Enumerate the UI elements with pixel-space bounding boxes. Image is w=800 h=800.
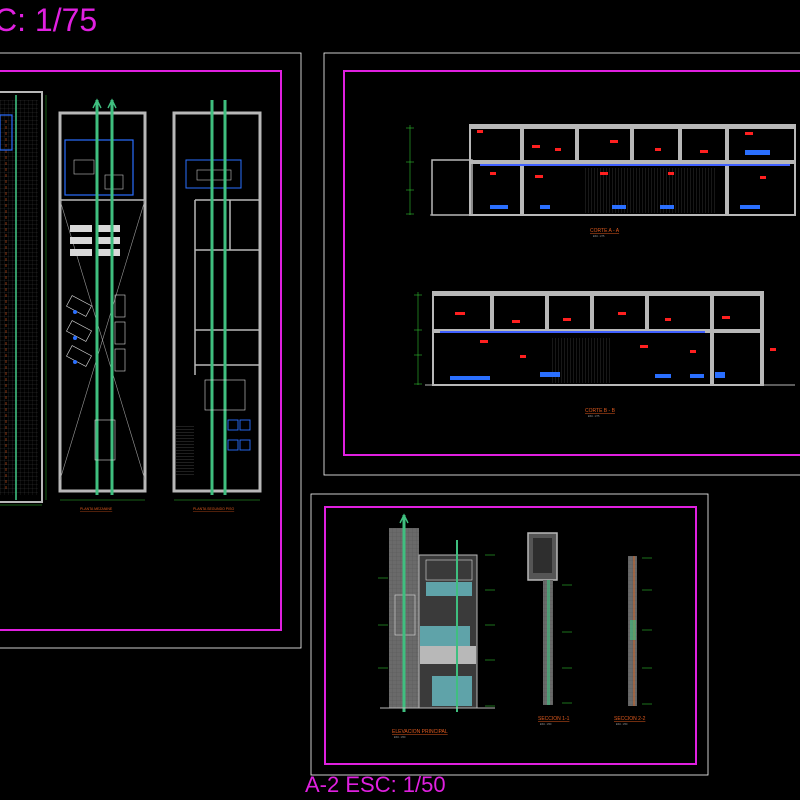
sheet-1-frame — [0, 70, 282, 631]
sheet-3-elevation: ELEVACION PRINCIPAL ESC. 1/50 SECCION 1-… — [310, 493, 709, 776]
label-corte-b-b: CORTE B - B — [585, 408, 616, 414]
section-corte-a-a: CORTE A - A ESC. 1/75 — [406, 124, 796, 238]
label-planta-mezanine: PLANTA MEZANINE — [80, 507, 113, 511]
sheet-2-border — [323, 52, 800, 476]
scale-note-corte-b-b: ESC. 1/75 — [588, 415, 600, 418]
sheet-1-border — [0, 52, 302, 649]
plan-mezanine: PLANTA MEZANINE — [58, 98, 147, 511]
scale-note-seccion-1-1: ESC. 1/50 — [540, 723, 552, 726]
elevation-principal: ELEVACION PRINCIPAL ESC. 1/50 — [378, 513, 495, 739]
scale-note-elevacion: ESC. 1/50 — [394, 736, 406, 739]
sheet-3-frame — [324, 506, 697, 765]
label-elevacion-principal: ELEVACION PRINCIPAL — [392, 729, 448, 735]
sheet-1-floor-plans: PLANTA MEZANINE PLANTA — [0, 52, 302, 649]
sheet-2-scale-title: A-2 ESC: 1/50 — [305, 772, 446, 797]
label-seccion-1-1: SECCION 1-1 — [538, 716, 570, 722]
scale-note-corte-a-a: ESC. 1/75 — [593, 235, 605, 238]
label-planta-segundo-piso: PLANTA SEGUNDO PISO — [193, 507, 234, 511]
scale-note-seccion-2-2: ESC. 1/50 — [616, 723, 628, 726]
section-2-2: SECCION 2-2 ESC. 1/50 — [614, 556, 652, 726]
plan-segundo-piso: PLANTA SEGUNDO PISO — [172, 100, 262, 511]
sheet-2-frame — [343, 70, 800, 456]
sheet-2-sections: CORTE A - A ESC. 1/75 — [323, 52, 800, 476]
label-corte-a-a: CORTE A - A — [590, 228, 620, 234]
sheet-1-scale-title: C: 1/75 — [0, 2, 98, 38]
sheet-3-border — [310, 493, 709, 776]
section-1-1: SECCION 1-1 ESC. 1/50 — [527, 532, 572, 726]
label-seccion-2-2: SECCION 2-2 — [614, 716, 646, 722]
section-corte-b-b: CORTE B - B ESC. 1/75 — [414, 291, 795, 418]
plan-primer-piso — [0, 91, 47, 506]
